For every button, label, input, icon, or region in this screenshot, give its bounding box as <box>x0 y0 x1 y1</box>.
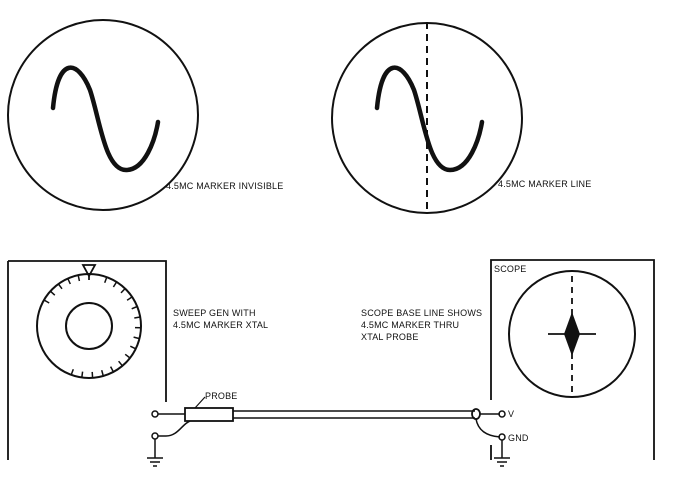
ground-symbol-icon <box>147 457 163 467</box>
dial-tick <box>129 345 137 350</box>
dial-tick <box>120 288 126 294</box>
dial-tick <box>133 336 140 340</box>
marker-pip-icon <box>564 312 580 356</box>
scope-note-line1: SCOPE BASE LINE SHOWS <box>361 308 482 318</box>
output-terminal-ground <box>151 432 159 440</box>
scope-face-marker-line <box>331 22 523 214</box>
sine-trace <box>374 65 485 173</box>
dial-pointer-icon <box>81 264 97 278</box>
dial-tick <box>131 305 138 310</box>
caption-marker-line: 4.5MC MARKER LINE <box>498 179 591 189</box>
sweep-generator <box>7 260 167 467</box>
dial-tick <box>67 278 71 285</box>
input-terminal-v <box>498 410 506 418</box>
sweep-generator-panel <box>7 260 167 460</box>
sine-trace <box>50 65 161 173</box>
dial-tick <box>126 296 133 301</box>
dial-tick <box>81 371 84 378</box>
scope-screen-circle <box>508 270 636 398</box>
dial-tick <box>124 353 131 359</box>
probe-ground-lead <box>165 420 191 437</box>
coax-cable <box>233 408 501 438</box>
probe-body <box>184 407 234 422</box>
scope-note-line2: 4.5MC MARKER THRU <box>361 320 459 330</box>
dial-tick <box>43 299 50 304</box>
scope-face-marker-invisible <box>7 19 199 211</box>
terminal-label-gnd: GND <box>508 433 529 443</box>
dial-tick <box>112 281 118 288</box>
probe-label: PROBE <box>205 391 238 401</box>
oscilloscope-title: SCOPE <box>494 264 527 274</box>
dial-knob <box>65 302 113 350</box>
coax-shield-lead <box>475 418 501 438</box>
probe-leader-line <box>194 396 206 409</box>
dial-tick <box>57 283 63 290</box>
dial-outer-ring <box>36 273 142 379</box>
coax-connector <box>471 408 481 420</box>
dial-ticks <box>43 274 142 378</box>
dial-tick <box>109 366 115 373</box>
dial-tick <box>100 370 105 377</box>
caption-marker-invisible: 4.5MC MARKER INVISIBLE <box>166 181 283 191</box>
xtal-probe <box>165 396 234 437</box>
dial-tick <box>49 290 56 296</box>
oscilloscope-panel <box>490 259 655 460</box>
scope-screen-circle <box>7 19 199 211</box>
dial-tick <box>118 360 123 367</box>
dial-tick <box>70 368 75 376</box>
oscilloscope-unit <box>490 259 655 467</box>
ground-symbol-icon <box>494 457 510 467</box>
dial-tick <box>77 274 81 282</box>
terminal-label-v: V <box>508 409 514 419</box>
output-terminal-hot <box>151 410 159 418</box>
dial-tick <box>103 276 108 284</box>
sweep-generator-label-line1: SWEEP GEN WITH <box>173 308 256 318</box>
scope-note-line3: XTAL PROBE <box>361 332 419 342</box>
sweep-generator-label-line2: 4.5MC MARKER XTAL <box>173 320 268 330</box>
dial-tick <box>134 316 141 319</box>
